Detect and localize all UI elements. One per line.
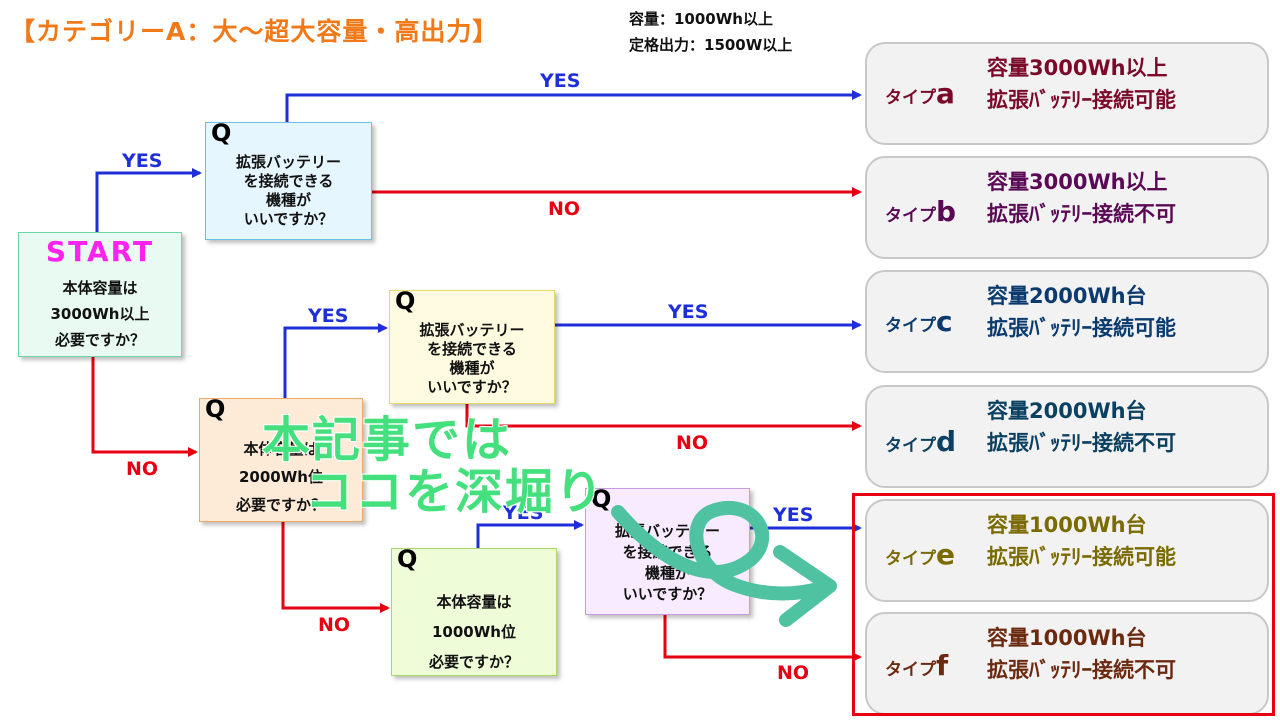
result-capacity: 容量1000Wh台	[987, 626, 1147, 650]
start-line1: 本体容量は	[62, 279, 138, 297]
result-type-a: タイプa 容量3000Wh以上 拡張ﾊﾞｯﾃﾘｰ接続可能	[865, 42, 1269, 145]
arrow-q1000-yes	[476, 520, 584, 548]
label-yes: YES	[773, 504, 814, 526]
arrow-q3-no	[663, 615, 862, 662]
label-no: NO	[548, 198, 581, 220]
arrow-q1-yes	[285, 90, 862, 122]
result-battery: 拡張ﾊﾞｯﾃﾘｰ接続可能	[987, 545, 1176, 569]
start-box: START 本体容量は 3000Wh以上 必要ですか？	[18, 232, 182, 357]
q-mark: Q	[211, 119, 232, 147]
label-yes: YES	[668, 301, 709, 323]
type-letter: d	[936, 425, 957, 458]
arrow-q2000-yes	[283, 323, 388, 398]
result-type-c: タイプc 容量2000Wh台 拡張ﾊﾞｯﾃﾘｰ接続可能	[865, 270, 1269, 373]
label-yes: YES	[503, 502, 544, 524]
overlay-line2: ココを深堀り	[305, 464, 606, 520]
swirl-arrow-icon	[611, 500, 837, 627]
question-capacity-1000: Q 本体容量は 1000Wh位 必要ですか？	[391, 545, 557, 676]
q-mark: Q	[397, 545, 418, 573]
condition-capacity: 容量：1000Wh以上	[629, 10, 773, 28]
question-capacity-2000: Q 本体容量は 2000Wh位 必要ですか？	[199, 395, 363, 522]
arrow-q2000-no	[281, 522, 390, 613]
label-yes: YES	[122, 150, 163, 172]
arrow-start-yes	[95, 168, 202, 232]
result-battery: 拡張ﾊﾞｯﾃﾘｰ接続可能	[987, 316, 1176, 340]
type-letter: e	[936, 538, 955, 571]
label-no: NO	[676, 432, 709, 454]
type-letter: b	[936, 195, 957, 228]
result-type-d: タイプd 容量2000Wh台 拡張ﾊﾞｯﾃﾘｰ接続不可	[865, 385, 1269, 488]
result-battery: 拡張ﾊﾞｯﾃﾘｰ接続可能	[987, 88, 1176, 112]
result-capacity: 容量2000Wh台	[987, 399, 1147, 423]
start-line2: 3000Wh以上	[50, 305, 150, 323]
result-capacity: 容量2000Wh台	[987, 284, 1147, 308]
overlay-line1: 本記事では	[262, 412, 513, 468]
result-type-e: タイプe 容量1000Wh台 拡張ﾊﾞｯﾃﾘｰ接続可能	[865, 499, 1269, 602]
label-no: NO	[777, 662, 810, 684]
start-line3: 必要ですか？	[54, 331, 145, 349]
arrow-q2-no	[465, 404, 862, 431]
result-capacity: 容量3000Wh以上	[987, 56, 1168, 80]
diagram-title: 【カテゴリーA：大〜超大容量・高出力】	[10, 17, 499, 46]
label-yes: YES	[540, 70, 581, 92]
result-capacity: 容量1000Wh台	[987, 513, 1147, 537]
q-mark: Q	[395, 287, 416, 315]
condition-output: 定格出力：1500W以上	[629, 36, 793, 54]
result-capacity: 容量3000Wh以上	[987, 170, 1168, 194]
arrow-start-no	[91, 357, 198, 457]
label-yes: YES	[308, 305, 349, 327]
q-mark: Q	[591, 485, 612, 513]
highlight-frame	[852, 493, 1275, 716]
result-battery: 拡張ﾊﾞｯﾃﾘｰ接続不可	[987, 658, 1176, 682]
type-letter: c	[936, 305, 953, 338]
question-battery-3000: Q 拡張バッテリー を接続できる 機種が いいですか？	[205, 119, 372, 240]
q-mark: Q	[205, 395, 226, 423]
type-letter: f	[936, 649, 949, 682]
result-battery: 拡張ﾊﾞｯﾃﾘｰ接続不可	[987, 431, 1176, 455]
question-battery-2000: Q 拡張バッテリー を接続できる 機種が いいですか？	[389, 287, 555, 404]
result-type-f: タイプf 容量1000Wh台 拡張ﾊﾞｯﾃﾘｰ接続不可	[865, 612, 1269, 715]
label-no: NO	[126, 458, 159, 480]
label-no: NO	[318, 614, 351, 636]
result-type-b: タイプb 容量3000Wh以上 拡張ﾊﾞｯﾃﾘｰ接続不可	[865, 156, 1269, 259]
type-letter: a	[936, 77, 955, 110]
result-battery: 拡張ﾊﾞｯﾃﾘｰ接続不可	[987, 202, 1176, 226]
start-label: START	[45, 235, 155, 268]
